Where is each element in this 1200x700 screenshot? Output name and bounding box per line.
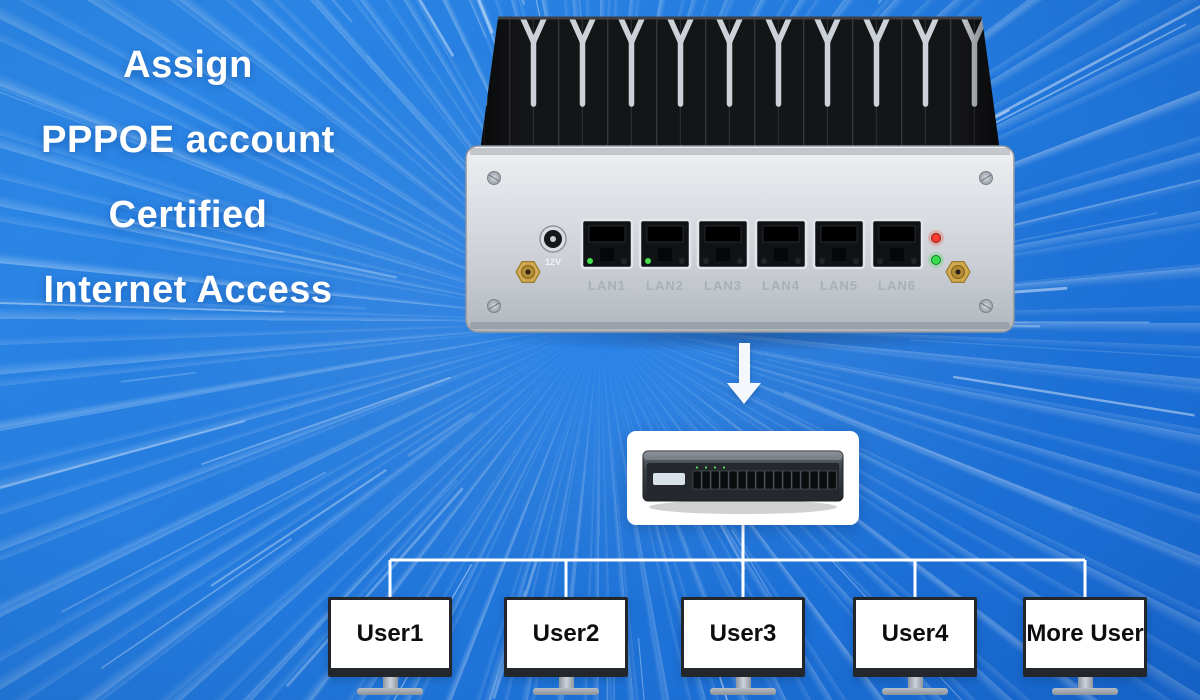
lan-port-3 bbox=[696, 218, 750, 270]
user-label: User4 bbox=[881, 620, 949, 647]
antenna-connector-right-icon bbox=[945, 261, 971, 283]
headline-line-4: Internet Access bbox=[43, 269, 333, 311]
user-label: User1 bbox=[356, 620, 424, 647]
network-switch bbox=[642, 450, 844, 514]
dc-power-jack: 12V bbox=[539, 225, 567, 267]
monitor-neck bbox=[1077, 677, 1093, 688]
network-switch-card bbox=[627, 431, 859, 525]
lan-port-1 bbox=[580, 218, 634, 270]
lan-port-label-2: LAN2 bbox=[646, 278, 684, 293]
arrow-head bbox=[727, 383, 761, 404]
user-label: More User bbox=[1026, 620, 1144, 647]
monitor-screen: User4 bbox=[853, 597, 977, 677]
monitor-base bbox=[710, 688, 776, 695]
switch-ports bbox=[692, 466, 837, 490]
headline-line-3: Certified bbox=[108, 194, 268, 236]
lan-port-6 bbox=[870, 218, 924, 270]
power-label: 12V bbox=[545, 257, 561, 267]
monitor-screen: User2 bbox=[504, 597, 628, 677]
down-arrow-icon bbox=[727, 343, 761, 404]
lan-port-label-4: LAN4 bbox=[762, 278, 800, 293]
lan-port-label-6: LAN6 bbox=[878, 278, 916, 293]
monitor-base bbox=[882, 688, 948, 695]
monitor-base bbox=[533, 688, 599, 695]
lan-port-label-5: LAN5 bbox=[820, 278, 858, 293]
monitor-screen: User3 bbox=[681, 597, 805, 677]
headline-line-2: PPPOE account bbox=[41, 119, 335, 161]
monitor-user1: User1 bbox=[328, 597, 452, 695]
monitor-user4: User4 bbox=[853, 597, 977, 695]
arrow-shaft bbox=[738, 343, 750, 383]
monitor-more-user: More User bbox=[1023, 597, 1147, 695]
lan-port-5 bbox=[812, 218, 866, 270]
monitor-base bbox=[357, 688, 423, 695]
screw-icon bbox=[487, 171, 993, 313]
headline: Assign PPPOE account Certified Internet … bbox=[18, 28, 358, 328]
monitor-base bbox=[1052, 688, 1118, 695]
headline-line-1: Assign bbox=[123, 44, 253, 86]
monitor-user3: User3 bbox=[681, 597, 805, 695]
monitor-neck bbox=[907, 677, 923, 688]
monitor-neck bbox=[382, 677, 398, 688]
lan-port-4 bbox=[754, 218, 808, 270]
monitor-neck bbox=[735, 677, 751, 688]
mini-pc-router: 12V bbox=[460, 12, 1020, 342]
lan-port-2 bbox=[638, 218, 692, 270]
heatsink bbox=[480, 16, 1000, 152]
user-label: User2 bbox=[532, 620, 600, 647]
monitor-user2: User2 bbox=[504, 597, 628, 695]
monitor-neck bbox=[558, 677, 574, 688]
antenna-connector-left-icon bbox=[515, 261, 541, 283]
status-led-green bbox=[928, 252, 944, 268]
switch-logo bbox=[653, 473, 685, 485]
status-led-red bbox=[928, 230, 944, 246]
monitor-screen: More User bbox=[1023, 597, 1147, 677]
lan-port-label-3: LAN3 bbox=[704, 278, 742, 293]
monitor-screen: User1 bbox=[328, 597, 452, 677]
user-label: User3 bbox=[709, 620, 777, 647]
lan-port-label-1: LAN1 bbox=[588, 278, 626, 293]
